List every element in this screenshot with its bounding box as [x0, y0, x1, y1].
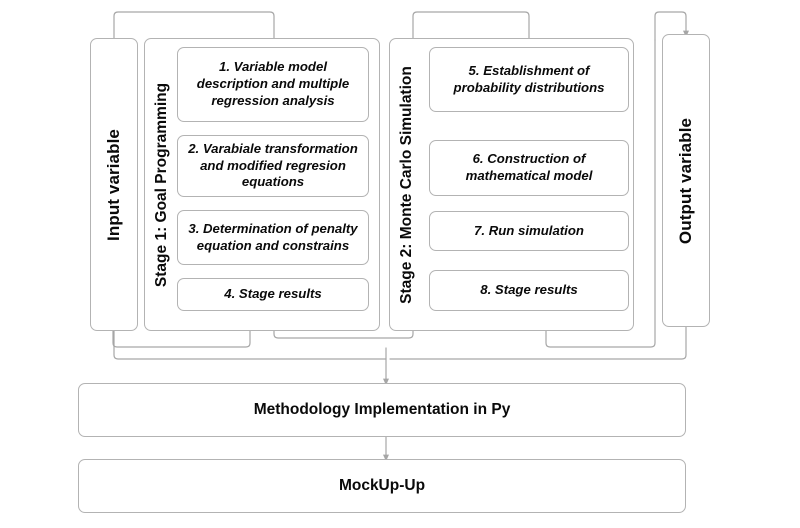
input-variable-label-wrap: Input variable	[91, 39, 137, 330]
step-box-1[interactable]: 1. Variable model description and multip…	[177, 47, 369, 122]
output-variable-box[interactable]: Output variable	[662, 34, 710, 327]
step-box-2[interactable]: 2. Varabiale transformation and modified…	[177, 135, 369, 197]
mockup-label: MockUp-Up	[338, 477, 426, 494]
methodology-implementation-box[interactable]: Methodology Implementation in Py	[78, 383, 686, 437]
step-box-4[interactable]: 4. Stage results	[177, 278, 369, 311]
input-variable-box[interactable]: Input variable	[90, 38, 138, 331]
step-box-3[interactable]: 3. Determination of penalty equation and…	[177, 210, 369, 265]
step-box-6[interactable]: 6. Construction of mathematical model	[429, 140, 629, 196]
output-variable-label: Output variable	[676, 117, 695, 244]
step-5-label: 5. Establishment of probability distribu…	[453, 62, 605, 95]
stage-2-label: Stage 2: Monte Carlo Simulation	[398, 65, 416, 304]
wire-input-bottom-bus	[113, 330, 387, 360]
step-6-label: 6. Construction of mathematical model	[465, 151, 593, 183]
wire-output-bottom-bus	[389, 326, 687, 360]
output-variable-label-wrap: Output variable	[663, 35, 709, 326]
step-box-8[interactable]: 8. Stage results	[429, 270, 629, 311]
step-2-label: 2. Varabiale transformation and modified…	[188, 140, 358, 190]
step-box-5[interactable]: 5. Establishment of probability distribu…	[429, 47, 629, 112]
step-7-label: 7. Run simulation	[474, 222, 584, 238]
input-variable-label: Input variable	[104, 128, 123, 241]
step-8-label: 8. Stage results	[480, 282, 578, 298]
step-1-label: 1. Variable model description and multip…	[196, 59, 350, 108]
stage-2-label-wrap: Stage 2: Monte Carlo Simulation	[394, 39, 420, 330]
step-3-label: 3. Determination of penalty equation and…	[188, 220, 358, 253]
step-box-7[interactable]: 7. Run simulation	[429, 211, 629, 251]
methodology-implementation-label: Methodology Implementation in Py	[253, 401, 511, 418]
stage-1-label-wrap: Stage 1: Goal Programming	[149, 39, 175, 330]
step-4-label: 4. Stage results	[224, 286, 322, 302]
mockup-box[interactable]: MockUp-Up	[78, 459, 686, 513]
stage-1-label: Stage 1: Goal Programming	[153, 82, 171, 287]
